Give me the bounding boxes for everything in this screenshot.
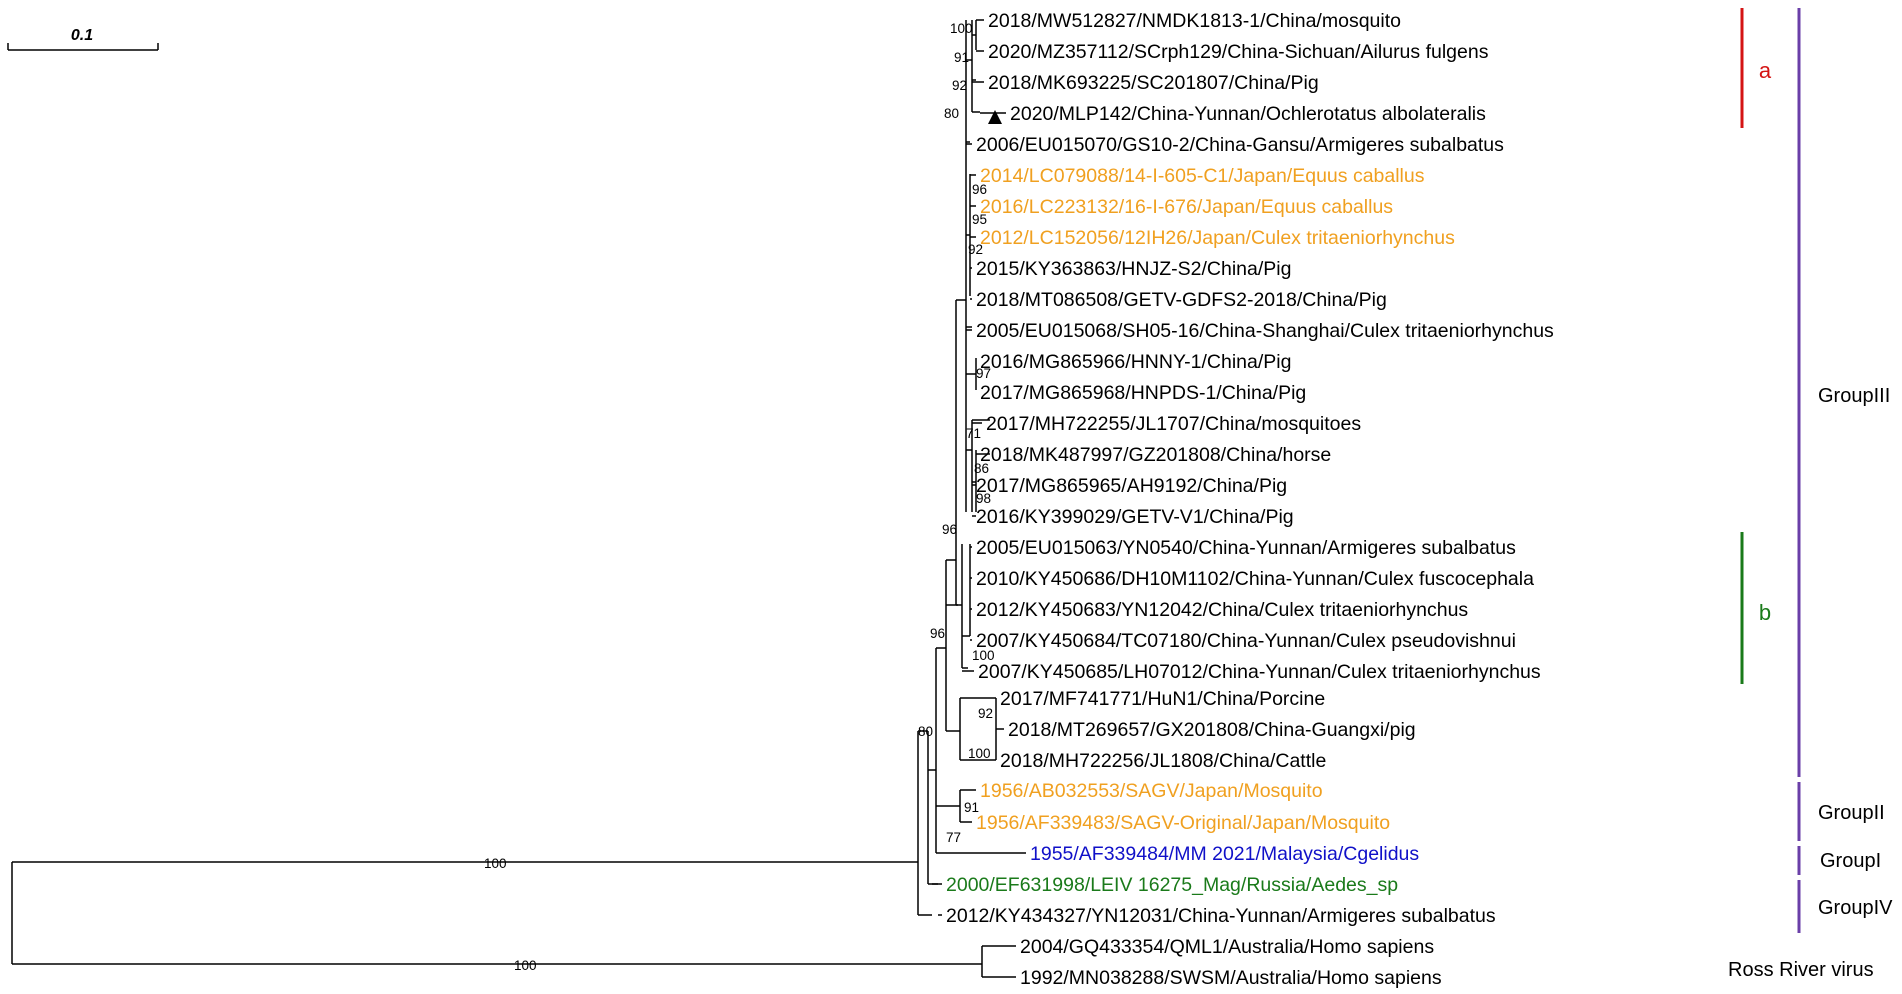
tip-label: 2012/LC152056/12IH26/Japan/Culex tritaen… (980, 227, 1455, 249)
bootstrap-value: 96 (972, 182, 987, 197)
bootstrap-value: 96 (930, 626, 945, 641)
tip-label: 2006/EU015070/GS10-2/China-Gansu/Armiger… (976, 134, 1504, 156)
bootstrap-value: 95 (972, 212, 987, 227)
tip-label: 2020/MLP142/China-Yunnan/Ochlerotatus al… (1010, 103, 1486, 125)
tip-labels: 2018/MW512827/NMDK1813-1/China/mosquito 2… (932, 10, 1554, 989)
bootstrap-values: 100 91 92 80 96 95 92 97 71 86 98 96 100… (484, 21, 995, 973)
scale-bar: 0.1 (7, 27, 159, 51)
tip-label: 2005/EU015063/YN0540/China-Yunnan/Armige… (976, 537, 1516, 559)
bootstrap-value: 100 (950, 21, 973, 36)
group-ii-label: GroupII (1818, 802, 1885, 824)
tip-label: 2005/EU015068/SH05-16/China-Shanghai/Cul… (976, 320, 1554, 342)
tip-label: 2014/LC079088/14-I-605-C1/Japan/Equus ca… (980, 165, 1425, 187)
bootstrap-value: 96 (942, 522, 957, 537)
tip-label: 2018/MK693225/SC201807/China/Pig (988, 72, 1319, 94)
tree-branches (11, 20, 1020, 978)
scale-bar-label: 0.1 (71, 27, 93, 44)
group-i-label: GroupI (1820, 850, 1881, 872)
tip-label: 1992/MN038288/SWSM/Australia/Homo sapien… (1020, 967, 1442, 989)
bootstrap-value: 92 (952, 78, 967, 93)
tip-label: 2018/MK487997/GZ201808/China/horse (980, 444, 1331, 466)
tip-label: 2012/KY450683/YN12042/China/Culex tritae… (976, 599, 1468, 621)
bootstrap-value: 100 (968, 746, 991, 761)
bootstrap-value: 80 (944, 106, 959, 121)
tip-label: 2020/MZ357112/SCrph129/China-Sichuan/Ail… (988, 41, 1489, 63)
bootstrap-value: 91 (964, 800, 979, 815)
tip-label: 2016/KY399029/GETV-V1/China/Pig (976, 506, 1294, 528)
tip-label: 1956/AF339483/SAGV-Original/Japan/Mosqui… (976, 812, 1390, 834)
bootstrap-value: 100 (972, 648, 995, 663)
bootstrap-value: 98 (976, 491, 991, 506)
tip-label: 2007/KY450684/TC07180/China-Yunnan/Culex… (976, 630, 1516, 652)
tip-label: 2016/MG865966/HNNY-1/China/Pig (980, 351, 1291, 373)
tip-label: 2017/MH722255/JL1707/China/mosquitoes (986, 413, 1361, 435)
bootstrap-value: 97 (976, 366, 991, 381)
query-sequence-marker-icon (988, 110, 1002, 124)
tip-label: 2004/GQ433354/QML1/Australia/Homo sapien… (1020, 936, 1434, 958)
tip-label: 2018/MT086508/GETV-GDFS2-2018/China/Pig (976, 289, 1387, 311)
tip-label: 2012/KY434327/YN12031/China-Yunnan/Armig… (946, 905, 1496, 927)
tip-label: 2017/MG865968/HNPDS-1/China/Pig (980, 382, 1306, 404)
bootstrap-value: 92 (968, 242, 983, 257)
tip-label: 2010/KY450686/DH10M1102/China-Yunnan/Cul… (976, 568, 1534, 590)
tip-label: 2017/MF741771/HuN1/China/Porcine (1000, 688, 1325, 710)
tip-label: 2007/KY450685/LH07012/China-Yunnan/Culex… (978, 661, 1541, 683)
bootstrap-value: 100 (514, 958, 537, 973)
tip-label: 1955/AF339484/MM 2021/Malaysia/Cgelidus (1030, 843, 1419, 865)
subclade-brackets: a b (1740, 8, 1772, 684)
group-iv-label: GroupIV (1818, 897, 1893, 919)
bootstrap-value: 100 (484, 856, 507, 871)
tip-label: 2018/MH722256/JL1808/China/Cattle (1000, 750, 1326, 772)
group-brackets: GroupIII GroupII GroupI GroupIV Ross Riv… (1728, 8, 1893, 981)
tip-label: 2017/MG865965/AH9192/China/Pig (976, 475, 1287, 497)
bootstrap-value: 80 (918, 724, 933, 739)
bootstrap-value: 71 (966, 426, 981, 441)
tip-label: 2016/LC223132/16-I-676/Japan/Equus cabal… (980, 196, 1393, 218)
bootstrap-value: 77 (946, 830, 961, 845)
tip-label: 2018/MW512827/NMDK1813-1/China/mosquito (988, 10, 1401, 32)
tip-label: 2000/EF631998/LEIV 16275_Mag/Russia/Aede… (946, 874, 1398, 896)
tip-label: 2018/MT269657/GX201808/China-Guangxi/pig (1008, 719, 1416, 741)
bootstrap-value: 91 (954, 50, 969, 65)
ross-river-virus-label: Ross River virus (1728, 959, 1874, 981)
subclade-a-label: a (1759, 58, 1772, 83)
subclade-b-label: b (1759, 600, 1771, 625)
tip-label: 2015/KY363863/HNJZ-S2/China/Pig (976, 258, 1291, 280)
tip-label: 1956/AB032553/SAGV/Japan/Mosquito (980, 780, 1323, 802)
bootstrap-value: 86 (974, 461, 989, 476)
bootstrap-value: 92 (978, 706, 993, 721)
group-iii-label: GroupIII (1818, 385, 1890, 407)
